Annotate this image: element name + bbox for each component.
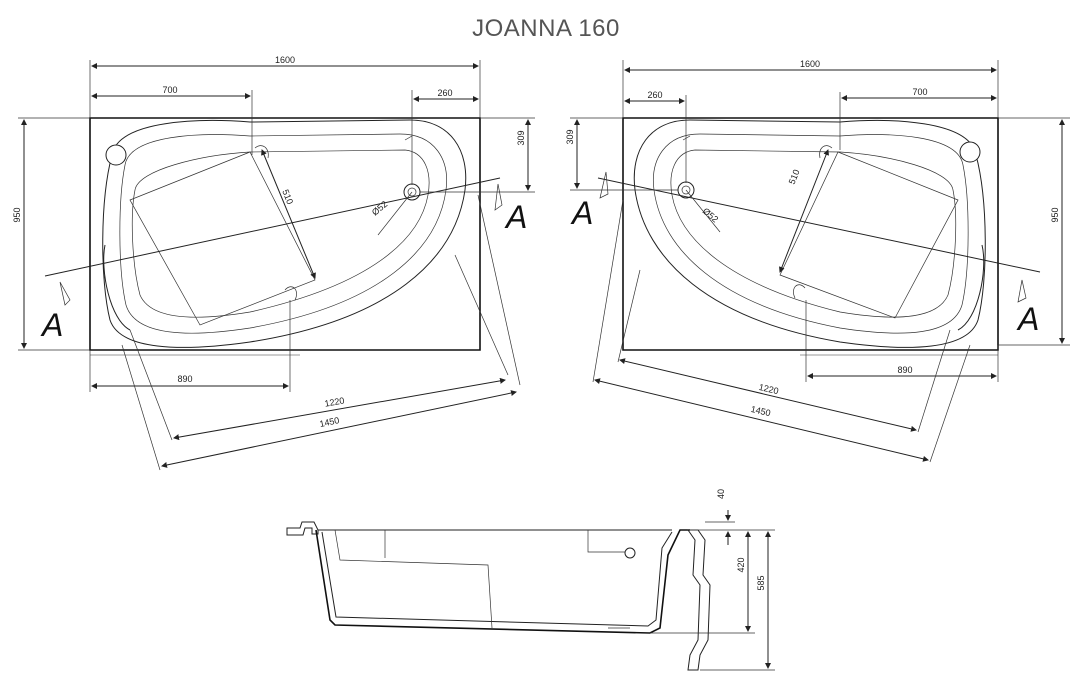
right-dim-1600: 1600 <box>800 59 820 69</box>
right-dim-260: 260 <box>647 90 662 100</box>
right-seat-panel <box>779 151 959 319</box>
left-dim-890: 890 <box>177 374 192 384</box>
section-dim-40: 40 <box>716 489 726 499</box>
right-dim-309: 309 <box>565 129 575 144</box>
left-dim-260: 260 <box>437 88 452 98</box>
left-dim-1220: 1220 <box>324 395 345 408</box>
right-drain-diameter: Ø52 <box>701 206 720 225</box>
drawing-title: JOANNA 160 <box>472 15 620 42</box>
left-section-label-a2: A <box>504 199 527 235</box>
left-dim-700: 700 <box>162 85 177 95</box>
right-section-label-a2: A <box>1016 301 1039 337</box>
right-dim-510: 510 <box>787 168 802 186</box>
left-drain-diameter: Ø52 <box>370 199 389 218</box>
left-dim-1450: 1450 <box>319 415 341 429</box>
right-tub-rim <box>633 119 986 348</box>
left-dim-510: 510 <box>280 188 295 206</box>
left-plan-view: A A Ø52 1600 700 260 309 950 510 <box>12 55 535 471</box>
left-headrest-top <box>105 144 127 166</box>
right-section-label-a1: A <box>570 195 593 231</box>
left-dim-950: 950 <box>12 207 22 222</box>
left-tub-rim <box>102 119 467 348</box>
right-dim-890: 890 <box>897 365 912 375</box>
left-seat-panel <box>129 151 316 326</box>
right-dim-1450: 1450 <box>750 404 772 418</box>
section-overflow <box>624 547 636 559</box>
section-support-leg <box>687 529 711 671</box>
right-dim-950: 950 <box>1050 207 1060 222</box>
left-outer-outline <box>89 117 481 351</box>
section-dim-585: 585 <box>756 575 766 590</box>
right-dim-700: 700 <box>912 87 927 97</box>
right-side-rest <box>957 244 985 331</box>
right-outer-outline <box>622 117 999 351</box>
right-plan-view: A A Ø52 1600 260 700 309 950 510 890 <box>565 59 1070 463</box>
left-side-rest <box>103 244 131 331</box>
left-dim-1600: 1600 <box>275 55 295 65</box>
left-section-label-a1: A <box>40 307 63 343</box>
section-view: 40 420 585 <box>286 489 775 671</box>
section-dim-420: 420 <box>736 557 746 572</box>
section-shell-outer <box>315 529 690 634</box>
right-dim-1220: 1220 <box>758 382 780 396</box>
right-headrest-top <box>959 141 981 163</box>
left-dim-309: 309 <box>516 130 526 145</box>
